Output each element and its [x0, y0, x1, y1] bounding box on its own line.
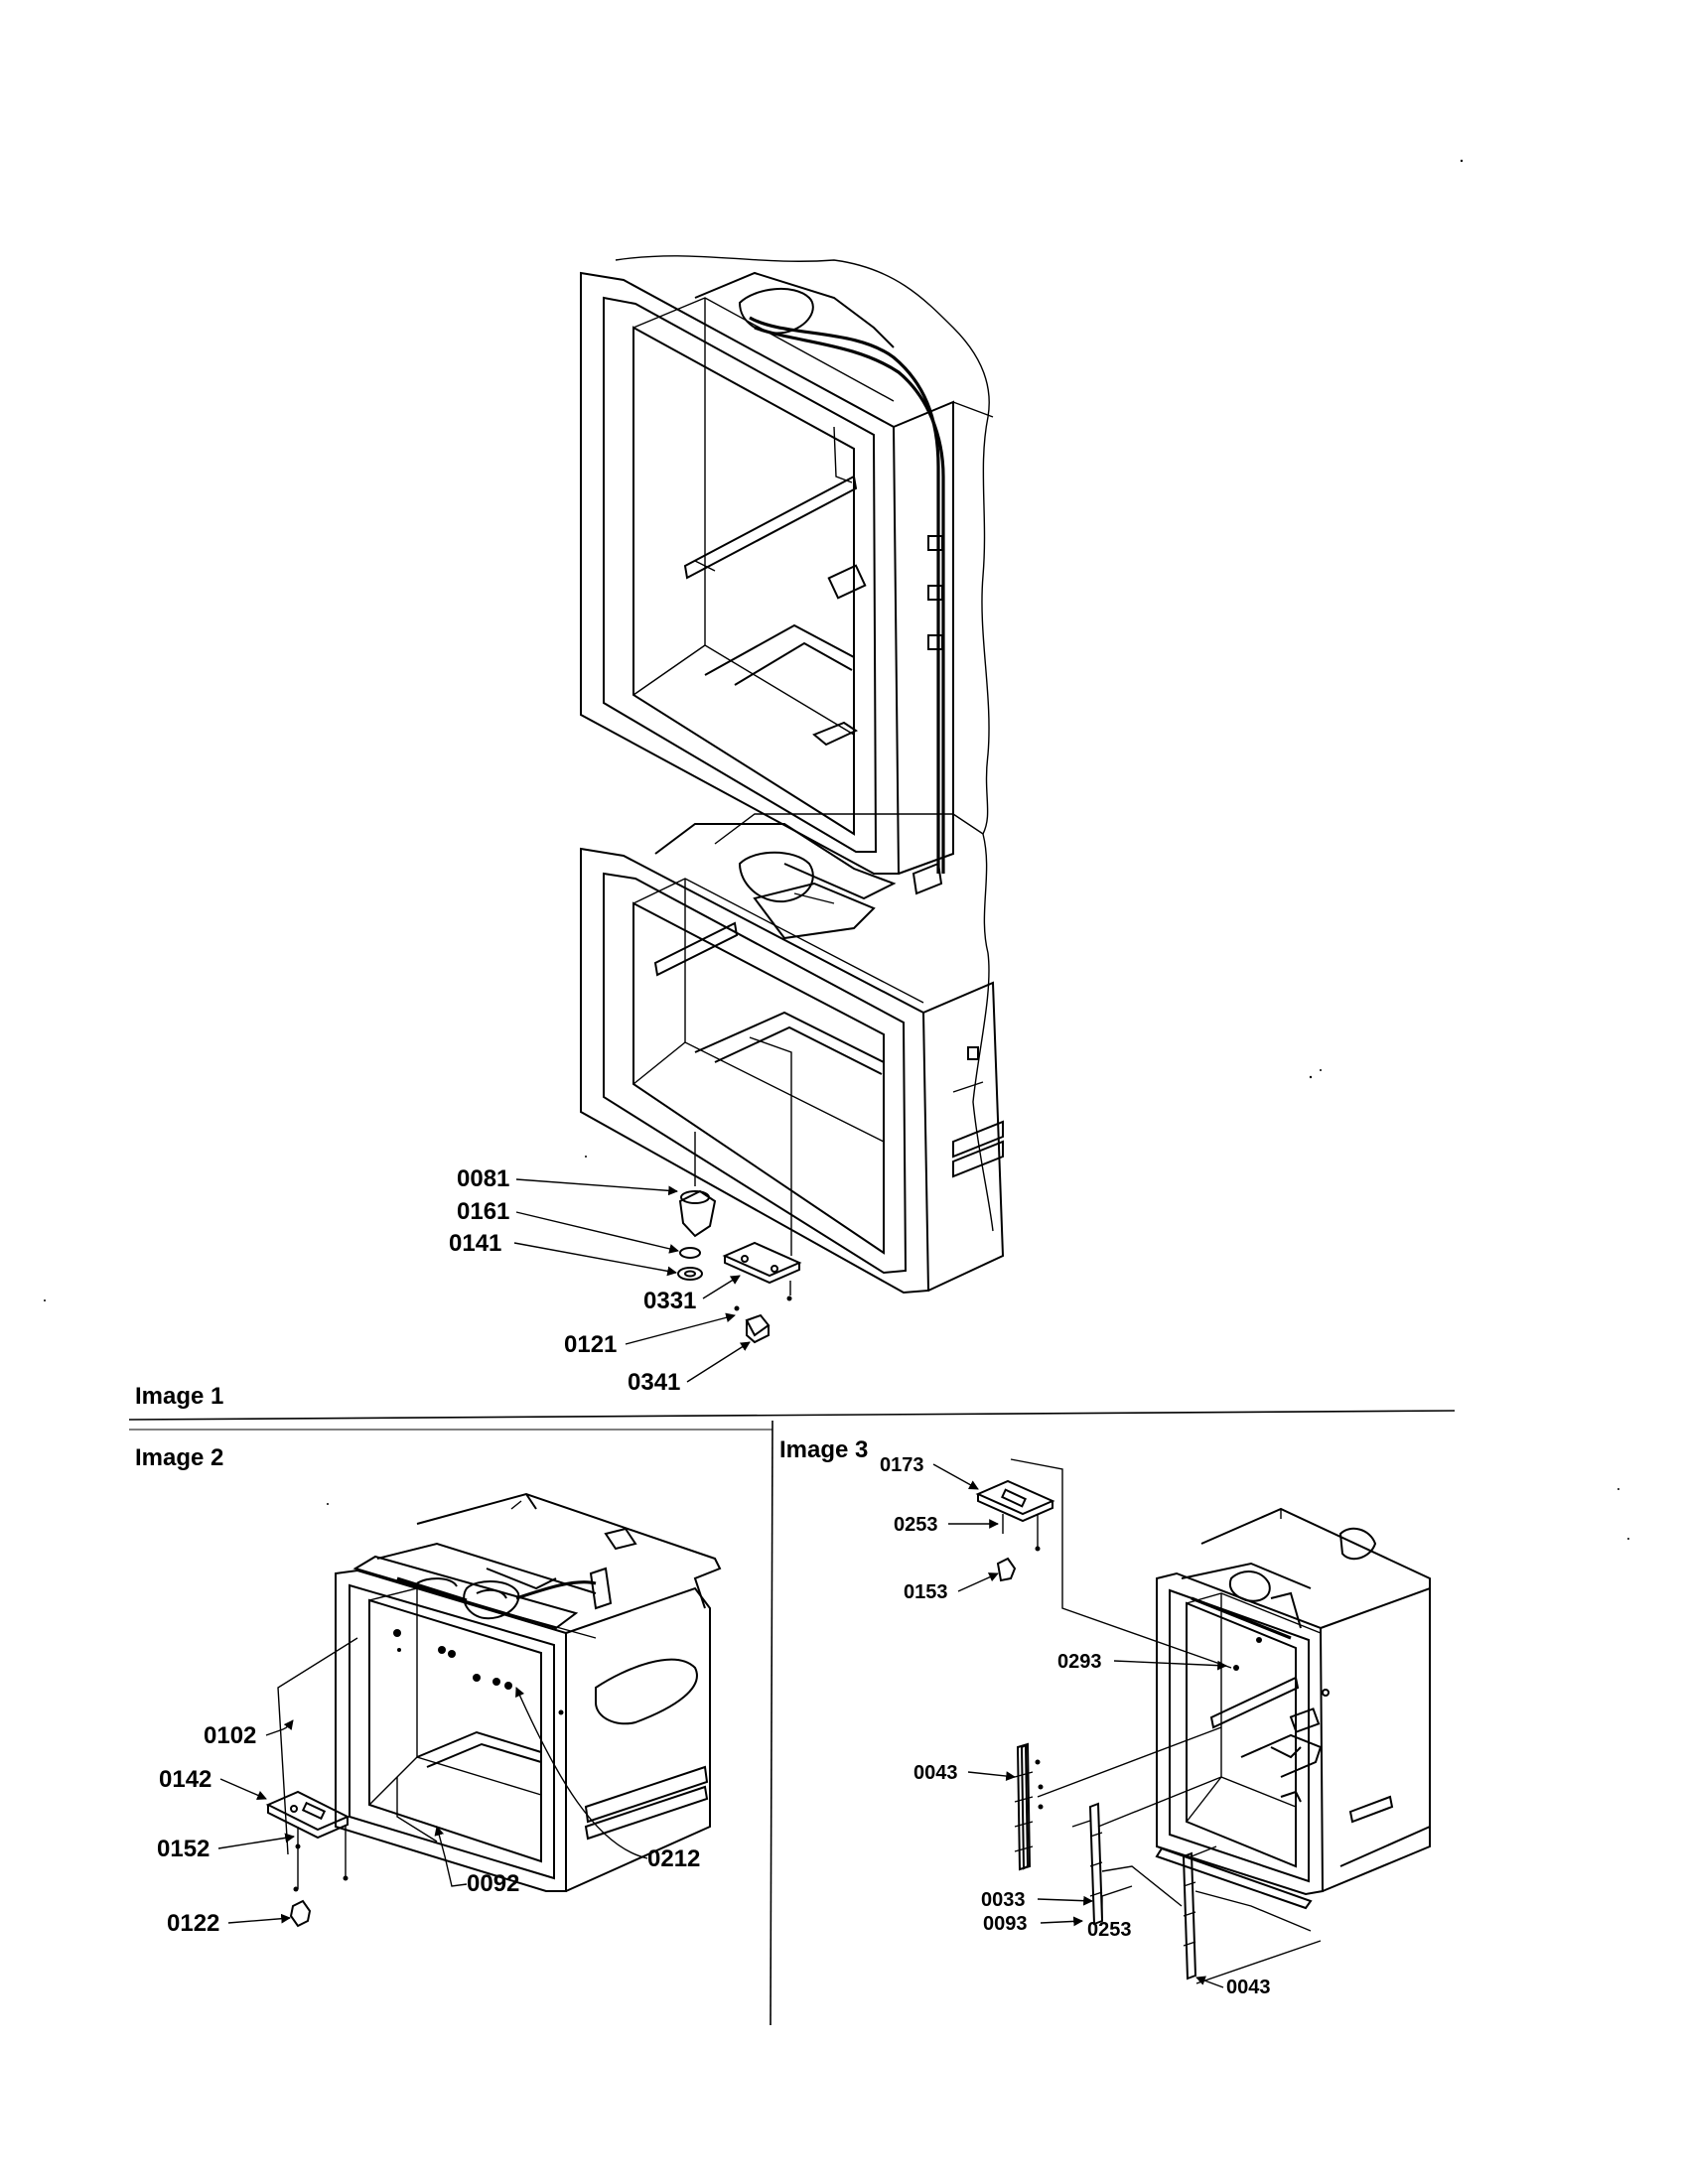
- callout-0173: 0173: [880, 1454, 924, 1476]
- callout-0253-top: 0253: [894, 1514, 938, 1536]
- callout-0161: 0161: [457, 1198, 509, 1225]
- image3-liner-drawing: [975, 1458, 1431, 1984]
- section-label-image-2: Image 2: [135, 1444, 223, 1471]
- callout-0212: 0212: [647, 1845, 700, 1872]
- callout-0043-bottom: 0043: [1226, 1977, 1271, 1998]
- image2-callouts: 0102 0142 0152 0122 0212 0092: [157, 1687, 700, 1937]
- scan-speckles: [44, 159, 1629, 1540]
- callout-0102: 0102: [204, 1722, 256, 1749]
- callout-0122: 0122: [167, 1910, 219, 1937]
- callout-0043-left: 0043: [913, 1762, 958, 1784]
- callout-0293: 0293: [1057, 1651, 1102, 1673]
- callout-0253-bottom: 0253: [1087, 1919, 1132, 1941]
- switch-part: [745, 1313, 771, 1344]
- callout-0081: 0081: [457, 1165, 509, 1192]
- upper-liner-drawing: [580, 255, 994, 1232]
- bracket-part: [722, 1241, 802, 1285]
- right-strip-part: [1182, 1851, 1197, 1980]
- damper-bracket-part: [265, 1790, 351, 1840]
- callout-0341: 0341: [628, 1369, 680, 1396]
- image3-callouts: 0173 0253 0153 0293 0043 0033 0093 0253 …: [880, 1454, 1271, 1998]
- callout-0093: 0093: [983, 1913, 1028, 1935]
- image1-callouts: 0081 0161 0141 0331 0121 0341: [449, 1165, 751, 1396]
- spacer-part: [677, 1267, 703, 1281]
- callout-0033: 0033: [981, 1889, 1026, 1911]
- side-strip-part: [1014, 1742, 1034, 1871]
- fan-motor-part: [678, 1189, 717, 1238]
- callout-0141: 0141: [449, 1230, 501, 1257]
- section-divider-horizontal: [128, 1410, 1456, 1421]
- section-label-image-3: Image 3: [779, 1436, 868, 1463]
- callout-0142: 0142: [159, 1766, 211, 1793]
- section-divider-vertical: [770, 1420, 773, 2026]
- bracket-part-image3: [975, 1479, 1055, 1523]
- callout-0121: 0121: [564, 1331, 617, 1358]
- screw-part: [289, 1899, 312, 1928]
- section-label-image-1: Image 1: [135, 1383, 223, 1410]
- callout-0153: 0153: [904, 1581, 948, 1603]
- lower-liner-drawing: [580, 813, 1005, 1344]
- middle-strip-part: [1088, 1802, 1104, 1926]
- image2-liner-drawing: [265, 1492, 722, 1928]
- washer-part: [679, 1247, 701, 1259]
- callout-0331: 0331: [643, 1288, 696, 1314]
- callout-0152: 0152: [157, 1836, 210, 1862]
- callout-0092: 0092: [467, 1870, 519, 1897]
- screw-part-image3: [996, 1557, 1017, 1582]
